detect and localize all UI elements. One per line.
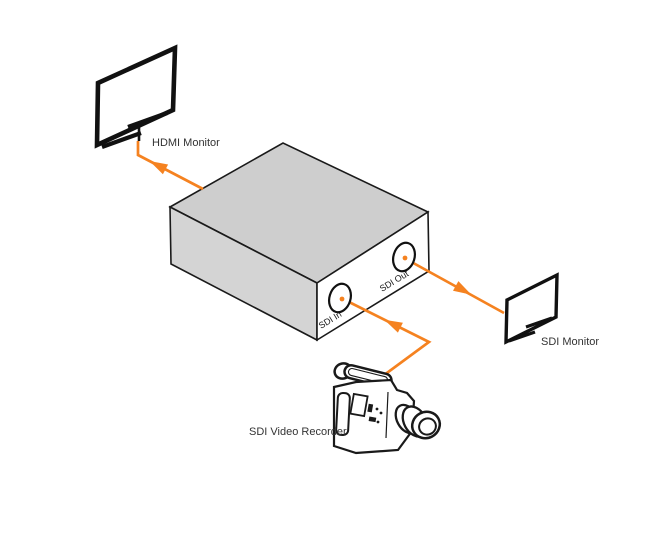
camera-button-dot xyxy=(379,411,383,415)
camera-tape-door xyxy=(335,391,351,437)
arrowhead-to-sdi-in-port xyxy=(384,319,403,333)
sdi-in-port: SDI In xyxy=(317,282,352,331)
cable-converter-to-hdmi-monitor xyxy=(136,141,204,191)
sdi-out-port-pin xyxy=(402,255,408,261)
cable-line xyxy=(405,257,505,315)
cable-sdi-out-to-sdi-monitor xyxy=(405,257,505,315)
hdmi-monitor: HDMI Monitor xyxy=(94,44,220,149)
camera-lens-glass xyxy=(418,417,437,436)
converter-box xyxy=(168,142,430,342)
hdmi-monitor-screen xyxy=(94,44,178,149)
cable-camera-to-sdi-in xyxy=(342,297,432,380)
hdmi-monitor-stand-base xyxy=(101,131,142,149)
arrowhead-to-sdi-monitor xyxy=(453,281,472,295)
sdi-monitor-label: SDI Monitor xyxy=(541,336,599,348)
cable-line xyxy=(342,297,432,380)
video-camera: SDI Video Recorder xyxy=(249,362,442,455)
sdi-monitor-stand-neck xyxy=(525,316,553,329)
cable-line xyxy=(136,141,204,191)
camera-button-dot xyxy=(375,407,379,411)
camera-side-display xyxy=(349,392,369,418)
camera-body-crease xyxy=(385,391,389,439)
video-recorder-label: SDI Video Recorder xyxy=(249,426,347,438)
hdmi-monitor-stand-neck xyxy=(127,111,168,129)
sdi-monitor: SDI Monitor xyxy=(504,272,599,348)
camera-button xyxy=(367,403,374,413)
arrowhead-to-hdmi-monitor xyxy=(149,161,169,175)
hdmi-monitor-label: HDMI Monitor xyxy=(152,137,220,149)
sdi-monitor-stand-base xyxy=(508,330,536,343)
camera-button-dot xyxy=(376,420,380,424)
sdi-monitor-screen xyxy=(504,272,559,345)
sdi-in-port-pin xyxy=(339,296,345,302)
camera-button xyxy=(368,416,377,423)
